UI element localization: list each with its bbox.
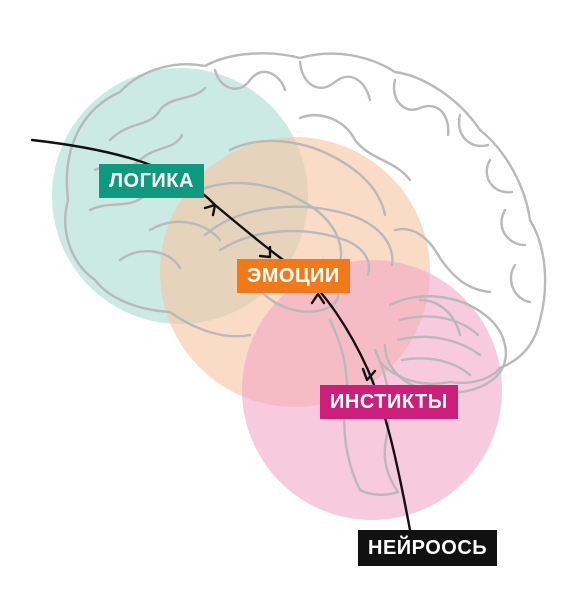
emotion-label: ЭМОЦИИ (237, 259, 350, 293)
arrow-up-emotion (310, 292, 326, 305)
arrow-down-emotion (258, 245, 272, 259)
neuro-axis-label: НЕЙРООСЬ (358, 530, 498, 566)
brain-outline (64, 52, 547, 496)
arrow-down-instinct (361, 367, 377, 382)
instinct-label: ИНСТИКТЫ (320, 385, 458, 419)
arrow-up-logic (203, 203, 217, 217)
logic-label: ЛОГИКА (99, 164, 204, 198)
